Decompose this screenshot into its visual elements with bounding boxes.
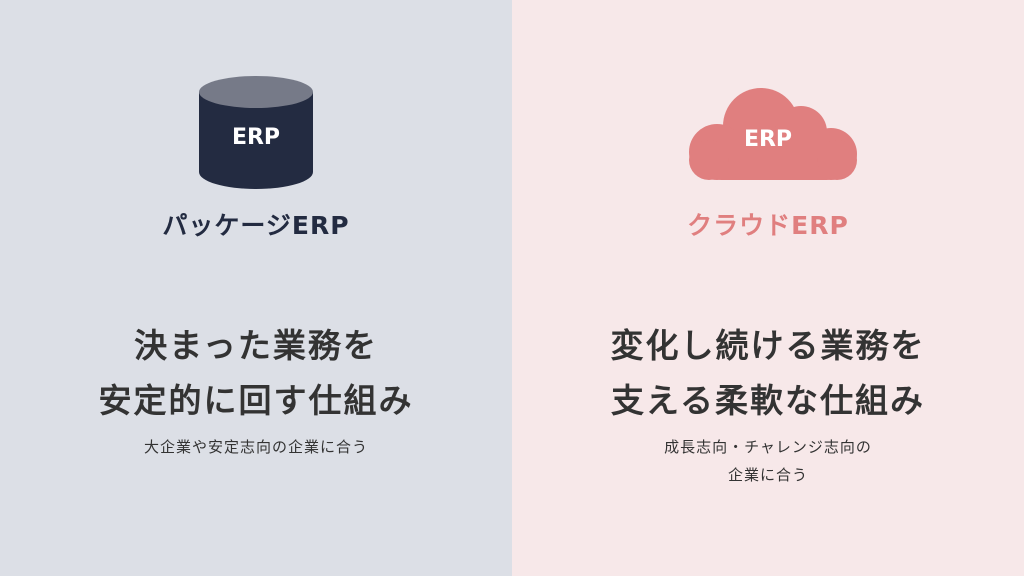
package-erp-headline-line2: 安定的に回す仕組み	[98, 381, 414, 420]
package-erp-panel: ERP パッケージERP 決まった業務を 安定的に回す仕組み 大企業や安定志向の…	[0, 0, 512, 576]
database-icon-label: ERP	[232, 125, 280, 150]
cloud-erp-description-line2: 企業に合う	[727, 466, 808, 484]
cloud-icon-container: ERP	[512, 74, 1024, 192]
package-erp-description-line1: 大企業や安定志向の企業に合う	[143, 438, 368, 456]
package-erp-headline: 決まった業務を 安定的に回す仕組み	[0, 318, 512, 428]
cloud-icon: ERP	[689, 88, 857, 180]
cloud-erp-headline-line1: 変化し続ける業務を	[610, 326, 926, 365]
cloud-erp-title: クラウドERP	[687, 211, 849, 240]
database-icon-container: ERP	[0, 74, 512, 192]
cloud-erp-headline-line2: 支える柔軟な仕組み	[610, 381, 925, 420]
cloud-erp-headline: 変化し続ける業務を 支える柔軟な仕組み	[512, 318, 1024, 428]
cloud-erp-description-line1: 成長志向・チャレンジ志向の	[664, 438, 872, 456]
package-erp-title: パッケージERP	[162, 211, 350, 240]
database-cylinder-icon: ERP	[199, 76, 313, 189]
cloud-erp-description: 成長志向・チャレンジ志向の 企業に合う	[512, 433, 1024, 489]
cloud-erp-panel: ERP クラウドERP 変化し続ける業務を 支える柔軟な仕組み 成長志向・チャレ…	[512, 0, 1024, 576]
package-erp-description: 大企業や安定志向の企業に合う	[0, 433, 512, 461]
package-erp-headline-line1: 決まった業務を	[134, 326, 378, 365]
cloud-icon-label: ERP	[744, 127, 792, 152]
